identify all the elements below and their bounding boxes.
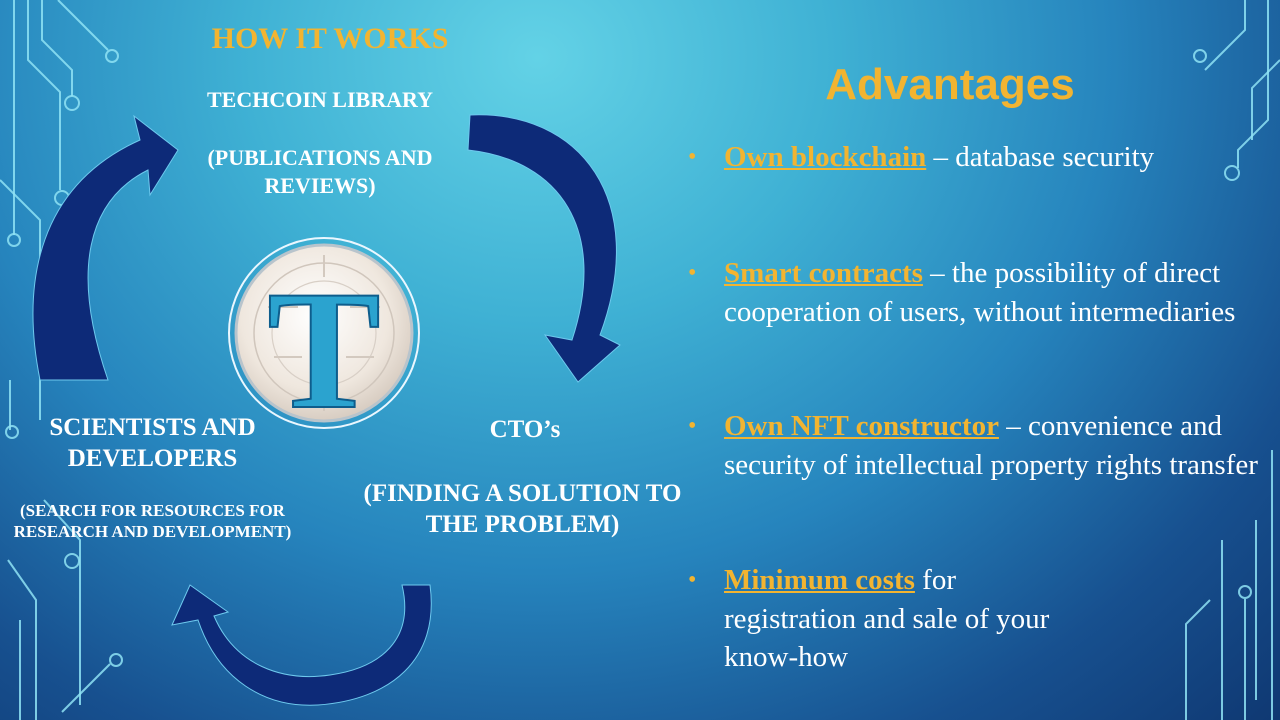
advantage-text: for registration and sale of your know-h… bbox=[724, 564, 1050, 673]
how-it-works-title: HOW IT WORKS bbox=[211, 22, 449, 55]
bullet-icon: • bbox=[688, 260, 697, 286]
arrow-down-right bbox=[467, 114, 621, 383]
advantage-item: • Own NFT constructor – convenience and … bbox=[688, 407, 1268, 484]
advantage-item: • Minimum costs for registration and sal… bbox=[688, 561, 1088, 677]
scientists-subtitle: (SEARCH FOR RESOURCES FOR RESEARCH AND D… bbox=[13, 501, 292, 541]
advantages-title: Advantages bbox=[825, 60, 1075, 109]
library-subtitle: (PUBLICATIONS AND REVIEWS) bbox=[207, 145, 433, 198]
scientists-title: SCIENTISTS AND DEVELOPERS bbox=[49, 414, 256, 472]
bullet-icon: • bbox=[688, 144, 697, 170]
arrow-bottom-curve bbox=[171, 584, 432, 706]
library-title: TECHCOIN LIBRARY bbox=[207, 87, 433, 112]
advantage-item: • Smart contracts – the possibility of d… bbox=[688, 254, 1248, 331]
bullet-icon: • bbox=[688, 413, 697, 439]
advantage-text: – the possibility of direct cooperation … bbox=[724, 257, 1236, 328]
advantage-item: • Own blockchain – database security bbox=[688, 138, 1208, 177]
advantage-text: – convenience and security of intellectu… bbox=[724, 410, 1258, 481]
advantage-highlight: Own blockchain bbox=[724, 141, 927, 173]
cto-subtitle: (FINDING A SOLUTION TO THE PROBLEM) bbox=[363, 480, 682, 538]
advantage-highlight: Own NFT constructor bbox=[724, 410, 999, 442]
techcoin-logo: T bbox=[228, 237, 420, 429]
advantage-text: – database security bbox=[926, 141, 1155, 173]
logo-letter: T bbox=[267, 256, 380, 429]
bullet-icon: • bbox=[688, 567, 697, 593]
arrow-up-left bbox=[32, 114, 179, 381]
advantage-highlight: Smart contracts bbox=[724, 257, 923, 289]
cto-title: CTO’s bbox=[489, 416, 561, 443]
advantage-highlight: Minimum costs bbox=[724, 564, 915, 596]
